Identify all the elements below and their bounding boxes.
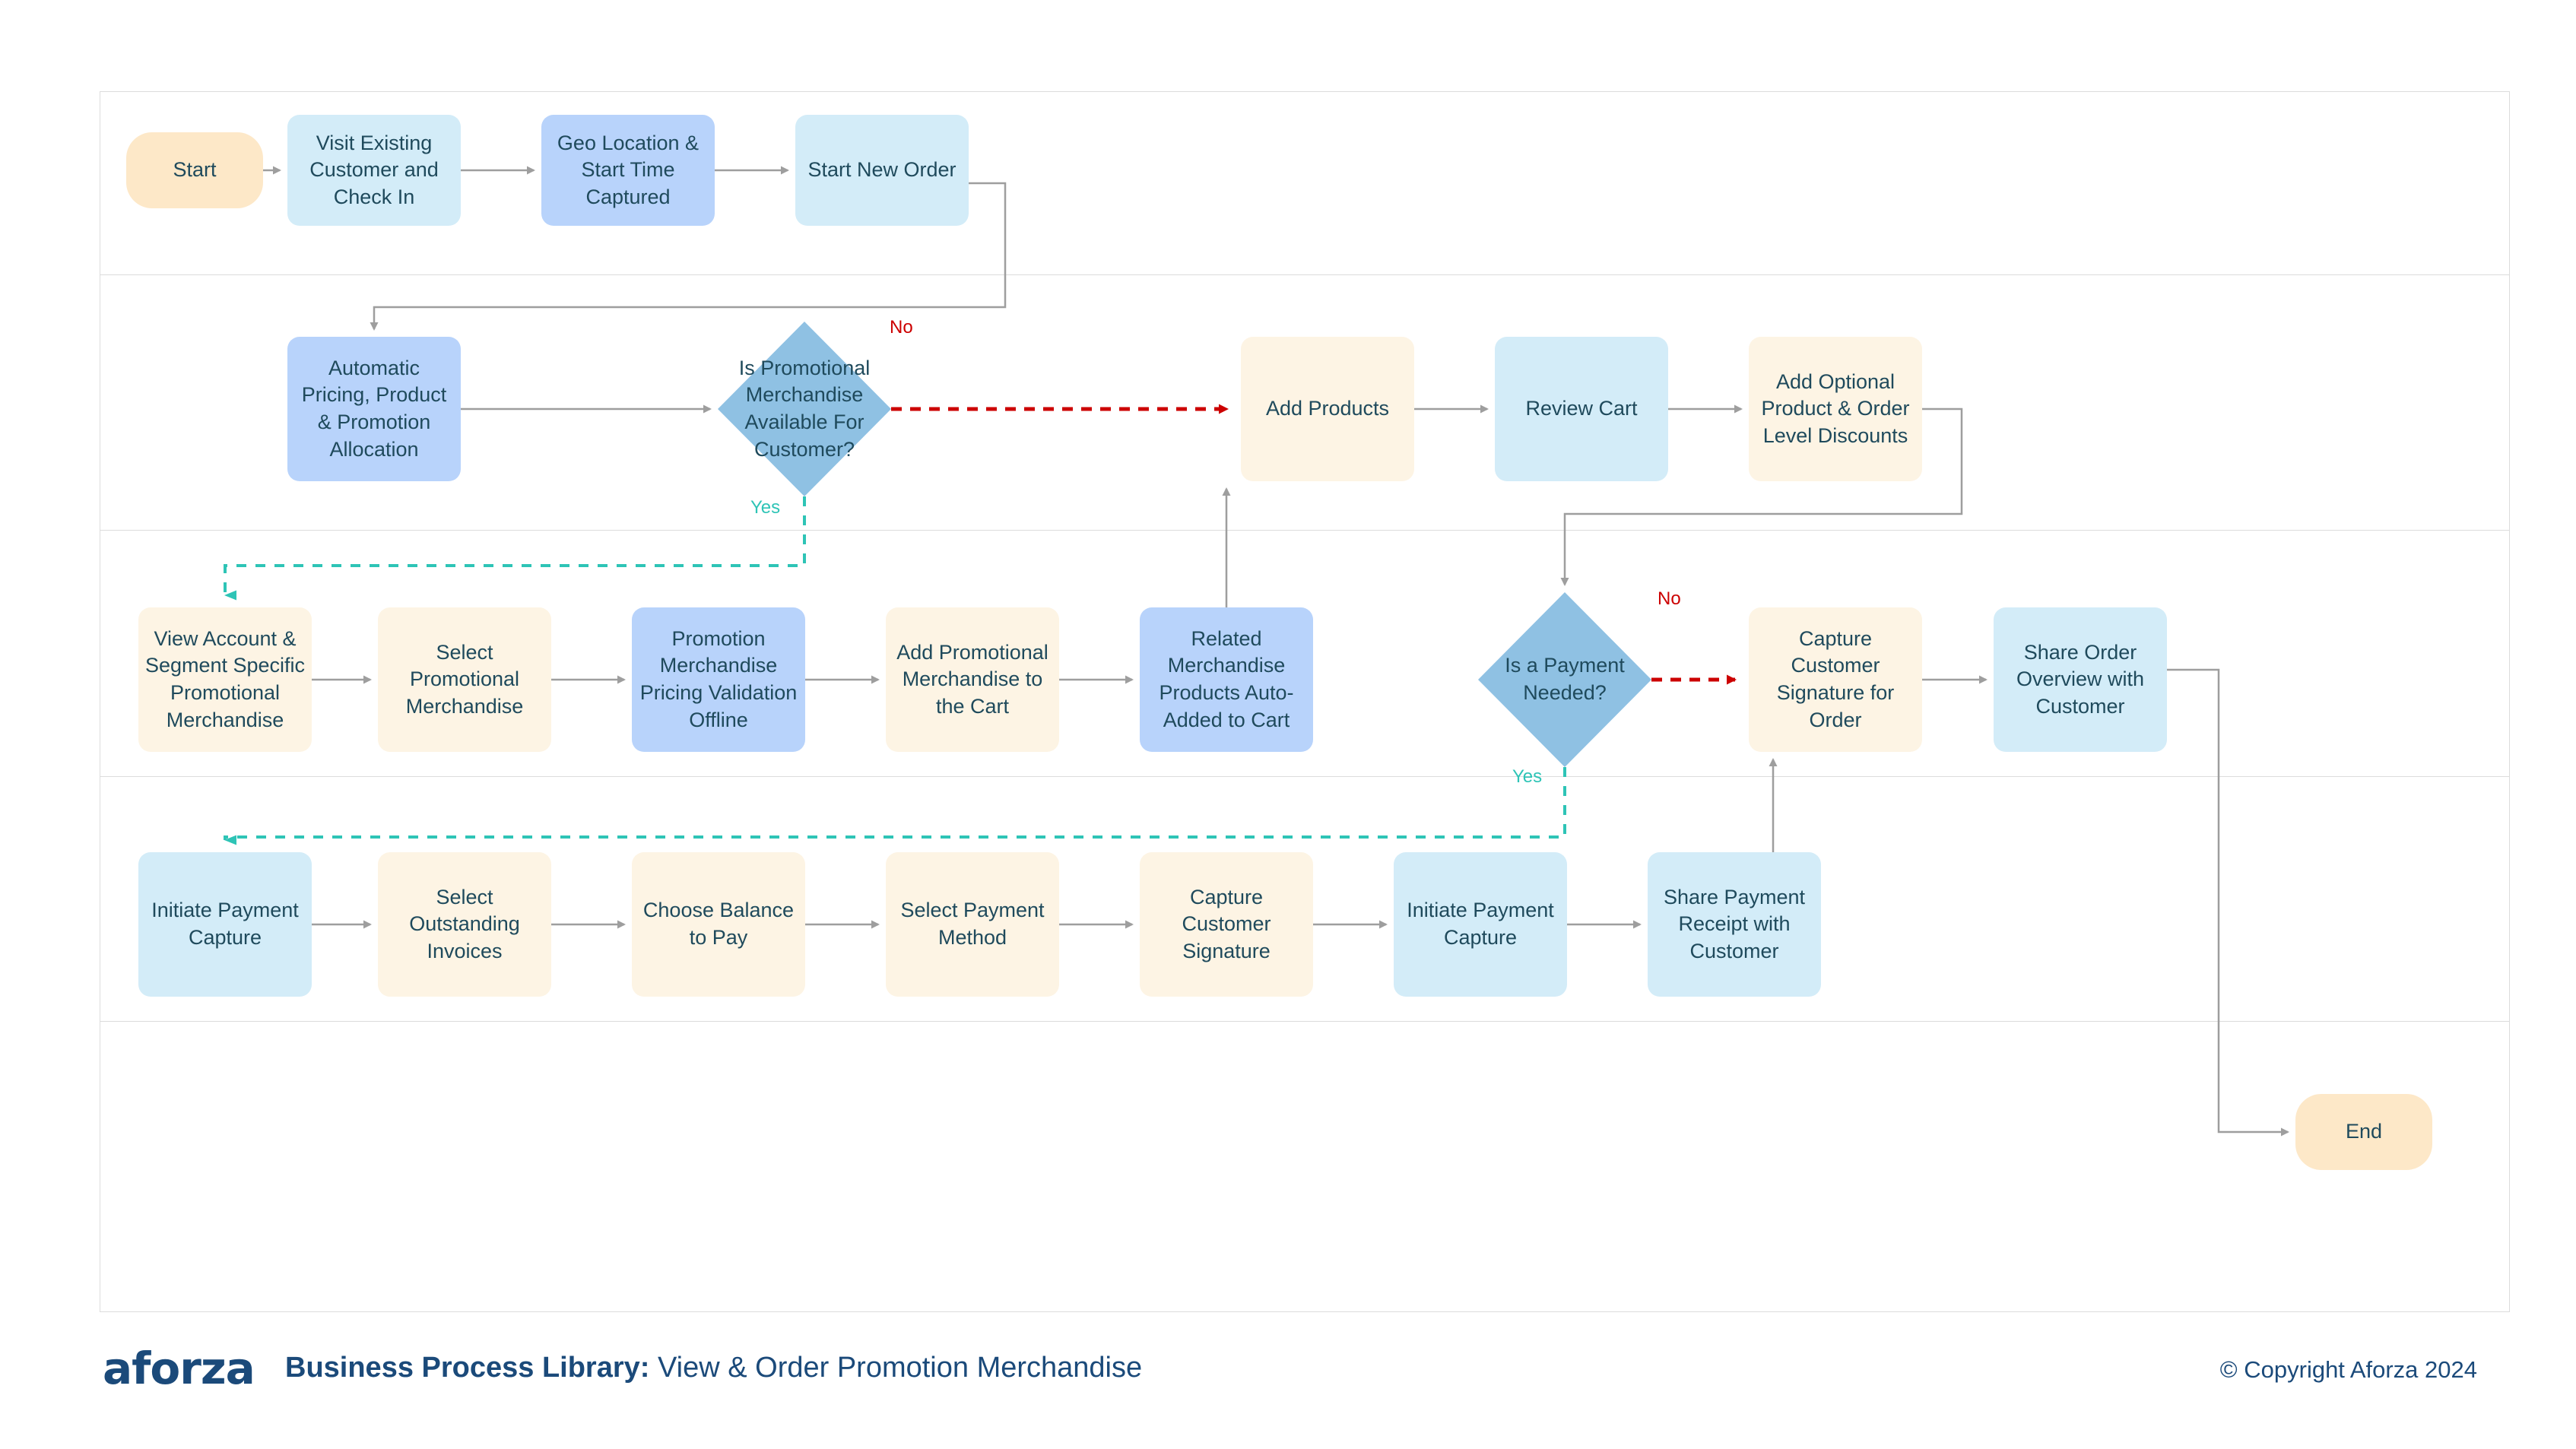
edge-label-payment-no: No bbox=[1658, 588, 1681, 609]
node-label: Promotion Merchandise Pricing Validation… bbox=[639, 626, 798, 731]
node-share-order-overview[interactable]: Share Order Overview with Customer bbox=[1994, 607, 2167, 752]
node-label: Geo Location & Start Time Captured bbox=[557, 131, 700, 208]
node-label: Add Promotional Merchandise to the Cart bbox=[896, 640, 1048, 718]
node-initiate-payment-capture-2[interactable]: Initiate Payment Capture bbox=[1394, 852, 1567, 997]
edge-shareorder-to-end bbox=[2167, 668, 2289, 1137]
node-geo-location[interactable]: Geo Location & Start Time Captured bbox=[541, 115, 715, 226]
node-select-outstanding-invoices[interactable]: Select Outstanding Invoices bbox=[378, 852, 551, 997]
node-select-payment-method[interactable]: Select Payment Method bbox=[886, 852, 1059, 997]
node-capture-customer-signature-order[interactable]: Capture Customer Signature for Order bbox=[1749, 607, 1922, 752]
edge-label-promo-yes: Yes bbox=[750, 497, 781, 518]
lane-separator-2 bbox=[100, 530, 2509, 531]
node-initiate-payment-capture-1[interactable]: Initiate Payment Capture bbox=[138, 852, 312, 997]
node-select-promotional-merchandise[interactable]: Select Promotional Merchandise bbox=[378, 607, 551, 752]
node-label: Capture Customer Signature for Order bbox=[1776, 626, 1895, 731]
flowchart-canvas: Start Visit Existing Customer and Check … bbox=[100, 91, 2510, 1312]
node-label: Automatic Pricing, Product & Promotion A… bbox=[301, 356, 447, 461]
lane-separator-3 bbox=[100, 776, 2509, 777]
node-label: Start New Order bbox=[807, 158, 956, 182]
node-decision-promotional-merchandise[interactable]: Is Promotional Merchandise Available For… bbox=[718, 322, 891, 496]
node-view-account-segment[interactable]: View Account & Segment Specific Promotio… bbox=[138, 607, 312, 752]
node-end[interactable]: End bbox=[2295, 1094, 2432, 1170]
node-related-merchandise-products[interactable]: Related Merchandise Products Auto-Added … bbox=[1140, 607, 1313, 752]
node-label: Related Merchandise Products Auto-Added … bbox=[1159, 626, 1294, 731]
node-label: Choose Balance to Pay bbox=[642, 899, 795, 949]
node-label: Share Payment Receipt with Customer bbox=[1663, 885, 1806, 962]
node-label: Is Promotional Merchandise Available For… bbox=[738, 356, 871, 461]
node-capture-customer-signature[interactable]: Capture Customer Signature bbox=[1140, 852, 1313, 997]
node-visit-existing-customer[interactable]: Visit Existing Customer and Check In bbox=[287, 115, 461, 226]
edge-promo-yes bbox=[224, 496, 806, 601]
node-label: Review Cart bbox=[1525, 397, 1638, 420]
node-add-promotional-merchandise-cart[interactable]: Add Promotional Merchandise to the Cart bbox=[886, 607, 1059, 752]
node-label: View Account & Segment Specific Promotio… bbox=[144, 626, 306, 731]
node-label: Start bbox=[173, 158, 217, 182]
lane-separator-4 bbox=[100, 1021, 2509, 1022]
node-automatic-pricing[interactable]: Automatic Pricing, Product & Promotion A… bbox=[287, 337, 461, 481]
footer: aforza Business Process Library: View & … bbox=[0, 1338, 2576, 1422]
node-label: Is a Payment Needed? bbox=[1505, 654, 1625, 704]
node-label: Select Outstanding Invoices bbox=[409, 885, 520, 962]
node-label: Capture Customer Signature bbox=[1182, 885, 1271, 962]
node-start-new-order[interactable]: Start New Order bbox=[795, 115, 969, 226]
node-label: End bbox=[2345, 1120, 2383, 1143]
edge-label-promo-no: No bbox=[890, 317, 913, 338]
node-add-optional-discounts[interactable]: Add Optional Product & Order Level Disco… bbox=[1749, 337, 1922, 481]
node-label: Initiate Payment Capture bbox=[1407, 899, 1554, 949]
edge-label-payment-yes: Yes bbox=[1512, 766, 1543, 787]
node-start[interactable]: Start bbox=[126, 132, 263, 208]
node-label: Initiate Payment Capture bbox=[151, 899, 299, 949]
node-promotion-pricing-validation[interactable]: Promotion Merchandise Pricing Validation… bbox=[632, 607, 805, 752]
node-decision-payment-needed[interactable]: Is a Payment Needed? bbox=[1478, 592, 1651, 767]
node-choose-balance-to-pay[interactable]: Choose Balance to Pay bbox=[632, 852, 805, 997]
aforza-logo: aforza bbox=[103, 1343, 255, 1394]
node-review-cart[interactable]: Review Cart bbox=[1495, 337, 1668, 481]
node-label: Add Optional Product & Order Level Disco… bbox=[1761, 369, 1910, 447]
footer-title-strong: Business Process Library: bbox=[285, 1352, 650, 1384]
node-label: Select Payment Method bbox=[900, 899, 1045, 949]
lane-separator-1 bbox=[100, 274, 2509, 275]
node-label: Add Products bbox=[1265, 397, 1390, 420]
footer-title-light: View & Order Promotion Merchandise bbox=[649, 1352, 1143, 1384]
node-label: Select Promotional Merchandise bbox=[405, 640, 524, 718]
node-label: Visit Existing Customer and Check In bbox=[309, 131, 439, 208]
node-label: Share Order Overview with Customer bbox=[2016, 640, 2145, 718]
node-add-products[interactable]: Add Products bbox=[1241, 337, 1414, 481]
node-share-payment-receipt[interactable]: Share Payment Receipt with Customer bbox=[1648, 852, 1821, 997]
footer-title: Business Process Library: View & Order P… bbox=[285, 1352, 1142, 1384]
copyright-text: © Copyright Aforza 2024 bbox=[2219, 1356, 2477, 1383]
edge-payment-yes bbox=[224, 767, 1566, 845]
